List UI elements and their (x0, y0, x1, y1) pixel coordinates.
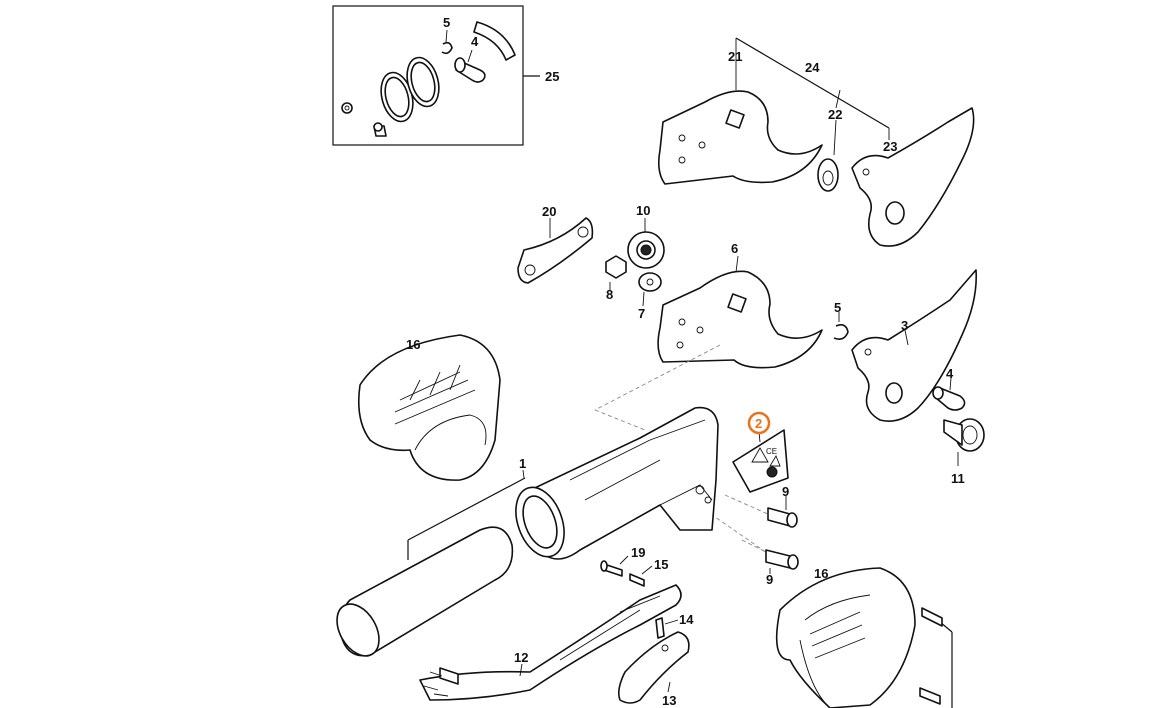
screws-9 (765, 496, 799, 574)
pins-19-15-14 (600, 555, 679, 639)
callout-13: 13 (662, 693, 676, 708)
highlight-circle (747, 411, 771, 435)
callout-23: 23 (883, 139, 897, 154)
callout-20: 20 (542, 204, 556, 219)
callout-14: 14 (679, 612, 694, 627)
callout-16a: 16 (406, 337, 420, 352)
callout-3: 3 (901, 318, 908, 333)
callouts: 25 5 4 21 24 22 23 20 10 6 8 7 5 3 16 4 … (406, 15, 965, 708)
blade-set-middle (657, 255, 985, 466)
callout-8: 8 (606, 287, 613, 302)
callout-16b: 16 (814, 566, 828, 581)
callout-15: 15 (654, 557, 668, 572)
callout-4a: 4 (471, 34, 479, 49)
grip-tube (336, 526, 514, 657)
levers (419, 584, 690, 704)
callout-7: 7 (638, 306, 645, 321)
small-parts (517, 217, 665, 307)
blade-set-top (658, 37, 975, 247)
guard-right (775, 567, 953, 708)
label-ce-mark: CE (766, 447, 777, 456)
callout-2: 2 (755, 416, 762, 431)
label-plate: CE (732, 429, 789, 493)
inset-box (332, 5, 540, 146)
callout-22: 22 (828, 107, 842, 122)
callout-11: 11 (951, 471, 965, 486)
callout-24: 24 (805, 60, 820, 75)
guard-left (357, 334, 501, 481)
callout-4b: 4 (946, 366, 954, 381)
callout-1: 1 (519, 456, 526, 471)
callout-9a: 9 (782, 484, 789, 499)
assembly-lines (594, 344, 771, 556)
callout-6: 6 (731, 241, 738, 256)
callout-25: 25 (545, 69, 559, 84)
callout-5a: 5 (443, 15, 450, 30)
callout-9b: 9 (766, 572, 773, 587)
callout-5b: 5 (834, 300, 841, 315)
callout-12: 12 (514, 650, 528, 665)
housing (407, 406, 719, 560)
callout-19: 19 (631, 545, 645, 560)
callout-10: 10 (636, 203, 650, 218)
callout-21: 21 (728, 49, 742, 64)
